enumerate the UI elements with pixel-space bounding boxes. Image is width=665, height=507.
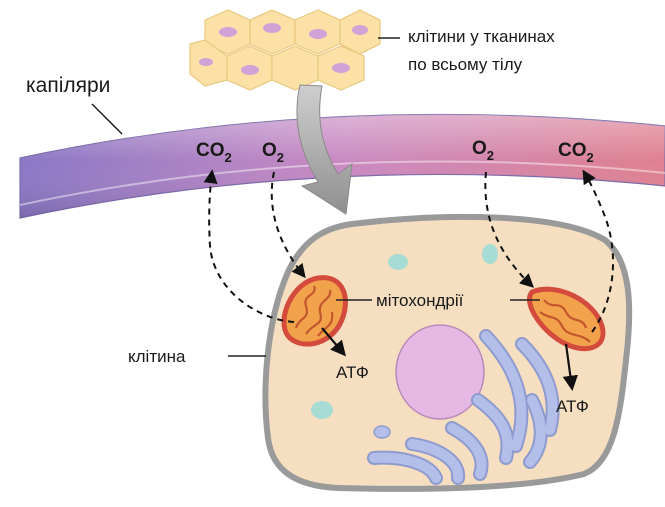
mitochondria-label: мітохондрії (376, 291, 464, 310)
atp-arrow-left (321, 327, 346, 357)
co2-label-left: CO2 (196, 140, 232, 165)
big-gray-arrow (296, 84, 353, 215)
endoplasmic-reticulum (367, 329, 560, 485)
capillary-shading (20, 114, 665, 218)
cell (262, 213, 633, 492)
nucleus (395, 324, 485, 420)
vesicle (482, 244, 498, 264)
o2-arrow-left (270, 171, 306, 279)
o2-label-right: O2 (472, 138, 494, 163)
vesicle (388, 254, 408, 270)
co2-arrow-left (203, 169, 295, 323)
atp-arrow-right (562, 343, 578, 392)
capillary-inner-wall (19, 160, 665, 206)
o2-arrow-right (484, 171, 535, 288)
o2-label-left: O2 (262, 140, 284, 165)
atp-label-left: АТФ (336, 363, 369, 382)
vesicle (311, 401, 333, 419)
mitochondrion-right (527, 286, 606, 352)
cell-label: клітина (128, 347, 186, 366)
atp-label-right: АТФ (556, 397, 589, 416)
mitochondrion-left (281, 275, 348, 347)
co2-label-right: CO2 (558, 140, 594, 165)
tissue-cells-label-line2: по всьому тілу (408, 55, 523, 74)
capillaries-label: капіляри (26, 74, 110, 97)
co2-arrow-right (582, 169, 614, 333)
capillaries-leader-line (91, 103, 123, 135)
tissue-cells-cluster (189, 9, 381, 91)
tissue-cells-label-line1: клітини у тканинах (408, 27, 555, 46)
